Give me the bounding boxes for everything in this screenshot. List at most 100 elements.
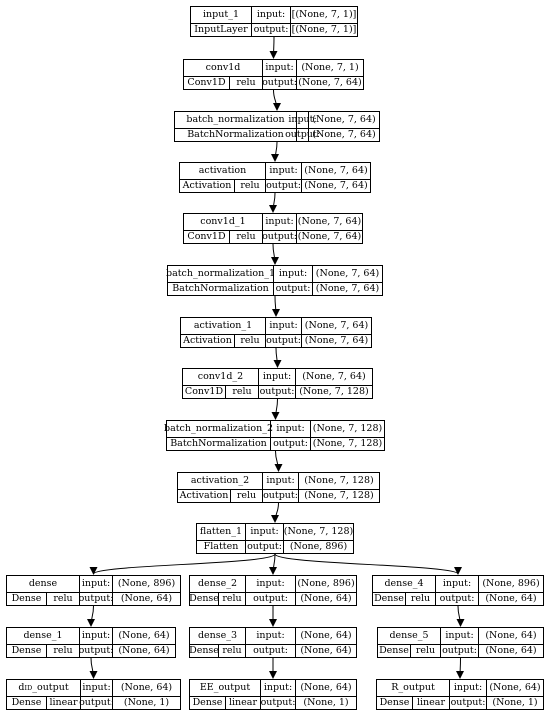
- layer-activation: relu: [230, 489, 262, 502]
- output-shape: (None, 1): [486, 696, 543, 709]
- output-shape: (None, 7, 128): [295, 385, 372, 398]
- layer-activation: relu: [218, 592, 245, 605]
- input-shape: (None, 7, 64): [301, 163, 370, 179]
- input-label: input:: [262, 214, 296, 230]
- edge-activation-to-conv1d-1: [269, 192, 278, 213]
- layer-type: Dense: [189, 644, 219, 657]
- edge-conv1d-1-to-batch-normalization-1: [270, 243, 279, 265]
- input-shape: (None, 896): [295, 576, 356, 592]
- output-shape: (None, 64): [112, 644, 175, 657]
- input-shape: (None, 64): [295, 680, 356, 696]
- layer-activation: linear: [225, 696, 260, 709]
- output-label: output:: [435, 592, 478, 605]
- output-shape: (None, 7, 64): [308, 128, 379, 141]
- output-shape: (None, 64): [478, 592, 543, 605]
- input-label: input:: [440, 628, 478, 644]
- edge-dense-1-to-dID-output: [89, 657, 98, 679]
- input-label: input:: [273, 266, 312, 282]
- output-label: output:: [78, 592, 114, 605]
- output-label: output:: [273, 282, 312, 295]
- output-label: output:: [449, 696, 486, 709]
- output-label: output:: [251, 23, 290, 36]
- output-label: output:: [265, 334, 301, 347]
- input-label: input:: [260, 680, 295, 696]
- output-shape: (None, 7, 64): [312, 282, 382, 295]
- layer-type: Dense: [7, 696, 46, 709]
- output-label: output:: [79, 696, 114, 709]
- layer-name: dense_2: [197, 578, 238, 590]
- output-shape: (None, 7, 64): [301, 179, 370, 192]
- input-shape: (None, 64): [112, 680, 180, 696]
- output-label: output:: [285, 128, 320, 141]
- layer-name: dense: [28, 578, 58, 590]
- output-label: output:: [265, 179, 301, 192]
- edge-activation-2-to-flatten-1: [271, 502, 280, 523]
- input-label: input:: [449, 680, 486, 696]
- layer-type: Dense: [7, 644, 46, 657]
- layer-name: batch_normalization_2: [163, 423, 274, 435]
- output-label: output:: [262, 230, 297, 243]
- output-shape: (None, 7, 128): [310, 437, 384, 450]
- layer-name: dense_1: [23, 630, 63, 642]
- layer-type: Conv1D: [183, 385, 225, 398]
- layer-activation: relu: [234, 179, 265, 192]
- layer-type: Dense: [7, 592, 46, 605]
- input-label: input:: [79, 576, 112, 592]
- output-shape: [(None, 7, 1)]: [290, 23, 357, 36]
- layer-name: dense_3: [197, 630, 238, 642]
- output-shape: (None, 1): [295, 696, 356, 709]
- edge-batch-normalization-1-to-activation-1: [271, 295, 280, 317]
- layer-activation: relu: [405, 592, 435, 605]
- edge-conv1d-to-batch-normalization: [272, 89, 281, 111]
- layer-activation: relu: [225, 385, 258, 398]
- input-label: input:: [435, 576, 478, 592]
- input-label: input:: [262, 473, 298, 489]
- input-shape: (None, 7, 64): [296, 214, 362, 230]
- output-label: output:: [262, 76, 297, 89]
- input-shape: (None, 7, 64): [295, 369, 372, 385]
- layer-type: Dense: [190, 696, 225, 709]
- layer-name-main: d: [18, 682, 25, 694]
- output-shape: (None, 64): [295, 644, 356, 657]
- layer-activation: relu: [229, 76, 262, 89]
- layer-name: EE_output: [199, 682, 251, 694]
- input-shape: (None, 7, 64): [301, 318, 371, 334]
- output-shape: (None, 1): [112, 696, 180, 709]
- layer-name: conv1d_1: [200, 216, 246, 228]
- edge-flatten-1-to-dense-4: [274, 553, 462, 575]
- layer-activation: linear: [412, 696, 449, 709]
- layer-type: Dense: [189, 592, 219, 605]
- edge-dense-to-dense-1: [87, 605, 96, 627]
- layer-name: activation_1: [193, 320, 253, 332]
- output-shape: (None, 64): [112, 592, 180, 605]
- input-shape: (None, 7, 128): [283, 524, 353, 540]
- layer-activation: relu: [46, 592, 79, 605]
- input-shape: (None, 896): [478, 576, 543, 592]
- input-label: input:: [265, 163, 301, 179]
- layer-activation: relu: [218, 644, 245, 657]
- input-label: input:: [262, 60, 296, 76]
- output-shape: (None, 7, 64): [296, 76, 363, 89]
- layer-type: Flatten: [197, 540, 245, 553]
- edge-conv1d-2-to-batch-normalization-2: [271, 398, 280, 420]
- input-shape: (None, 64): [478, 628, 543, 644]
- input-shape: (None, 7, 1): [296, 60, 363, 76]
- layer-type: Conv1D: [184, 76, 229, 89]
- layer-name: R_output: [391, 682, 435, 694]
- layer-type: Dense: [377, 696, 412, 709]
- input-shape: (None, 896): [112, 576, 180, 592]
- edge-batch-normalization-to-activation: [271, 141, 280, 162]
